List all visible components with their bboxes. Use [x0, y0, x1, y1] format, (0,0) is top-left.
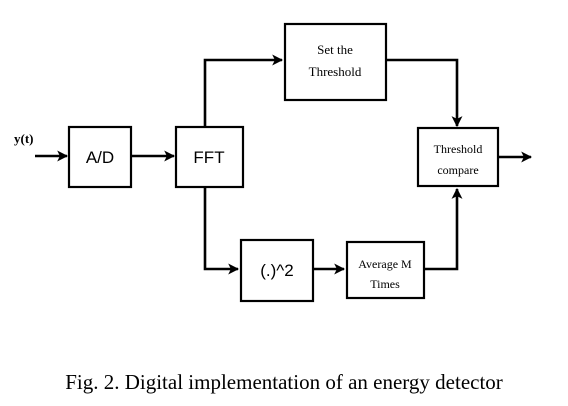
fft-to-set-threshold-arrow — [203, 54, 284, 127]
square-block: (.)^2 — [239, 238, 315, 303]
set-threshold-to-compare-arrow — [386, 58, 463, 128]
fft-label: FFT — [193, 148, 224, 167]
average-label-line2: Times — [370, 277, 400, 291]
average-block: Average M Times — [345, 240, 426, 300]
threshold-compare-block: Threshold compare — [416, 126, 500, 188]
average-label-line1: Average M — [358, 257, 412, 271]
set-threshold-block: Set the Threshold — [283, 22, 388, 102]
ad-label: A/D — [86, 148, 114, 167]
ad-block: A/D — [67, 125, 133, 189]
set-threshold-label-line2: Threshold — [309, 64, 362, 79]
threshold-compare-label-line1: Threshold — [434, 142, 483, 156]
square-label: (.)^2 — [260, 261, 293, 280]
fft-to-square-arrow — [203, 188, 240, 275]
figure-caption: Fig. 2. Digital implementation of an ene… — [65, 370, 503, 394]
average-to-compare-arrow — [424, 187, 463, 271]
threshold-compare-label-line2: compare — [437, 163, 478, 177]
set-threshold-label-line1: Set the — [317, 42, 353, 57]
input-label: y(t) — [14, 131, 34, 146]
fft-block: FFT — [174, 125, 245, 189]
